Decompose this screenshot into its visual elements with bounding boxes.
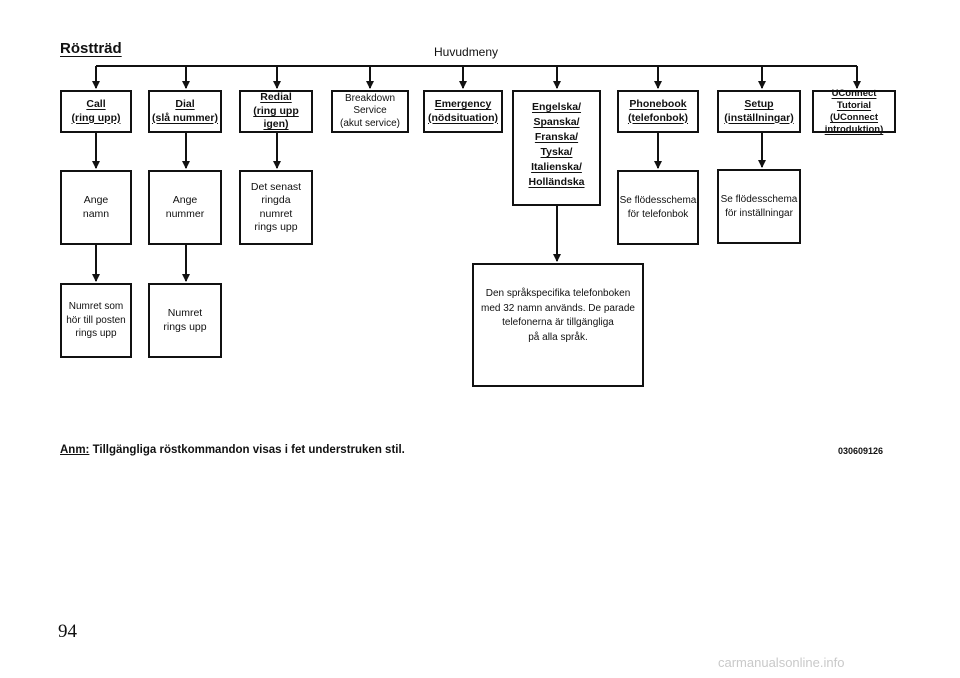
box-uconnect: UConnect Tutorial (UConnect introduktion… (812, 87, 896, 135)
language-dutch: Holländska (528, 176, 585, 188)
box-breakdown: Breakdown Service (akut service) (331, 90, 409, 133)
setup-flow-line-2: för inställningar (725, 207, 793, 219)
main-menu-label: Huvudmeny (434, 45, 499, 59)
box-entry-dialed: Numret som hör till posten rings upp (60, 283, 132, 358)
dial-command: Dial (175, 98, 195, 110)
box-languages: Engelska/ Spanska/ Franska/ Tyska/ Itali… (512, 90, 601, 206)
phonebook-flow-line-2: för telefonbok (627, 208, 689, 220)
box-call: Call (ring upp) (60, 90, 132, 133)
phonebook-translation: (telefonbok) (627, 111, 689, 124)
emergency-translation: (nödsituation) (428, 111, 498, 124)
language-english: Engelska/ (531, 101, 582, 113)
redial-translation: (ring upp igen) (253, 104, 299, 131)
box-language-phonebook: Den språkspecifika telefonboken med 32 n… (472, 263, 644, 387)
entry-dialed-line-2: hör till posten (66, 314, 126, 326)
box-phonebook: Phonebook (telefonbok) (617, 90, 699, 133)
entry-dialed-line-3: rings upp (75, 328, 117, 340)
setup-flow-line-1: Se flödesschema (720, 194, 798, 205)
box-phonebook-flow: Se flödesschema för telefonbok (617, 170, 699, 245)
enter-name-line-2: namn (82, 207, 110, 220)
language-french: Franska/ (534, 131, 579, 143)
setup-translation: (inställningar) (724, 111, 794, 124)
last-dialed-line-1: Det senast (250, 180, 302, 193)
enter-number-line-2: nummer (165, 207, 205, 220)
figure-reference-code: 030609126 (838, 446, 884, 456)
box-number-dialed: Numret rings upp (148, 283, 222, 358)
phonebook-flow-line-1: Se flödesschema (619, 195, 697, 206)
language-spanish: Spanska/ (533, 116, 580, 128)
footnote-key: Anm: (60, 444, 90, 456)
footnote-text: Tillgängliga röstkommandon visas i fet u… (89, 444, 405, 456)
call-translation: (ring upp) (71, 111, 121, 124)
redial-command: Redial (260, 91, 292, 104)
box-emergency: Emergency (nödsituation) (423, 90, 503, 133)
call-command: Call (86, 98, 106, 110)
emergency-command: Emergency (434, 98, 492, 110)
box-dial: Dial (slå nummer) (148, 90, 222, 133)
language-german: Tyska/ (540, 146, 573, 158)
uconnect-translation-1: (UConnect (829, 111, 879, 123)
enter-number-line-1: Ange (172, 194, 198, 206)
language-phonebook-line-2: med 32 namn används. De parade (481, 302, 635, 314)
box-setup-flow: Se flödesschema för inställningar (717, 169, 801, 244)
breakdown-line-1: Breakdown (344, 92, 396, 104)
enter-name-line-1: Ange (83, 194, 109, 206)
box-setup: Setup (inställningar) (717, 90, 801, 133)
language-italian: Italienska/ (531, 161, 582, 173)
last-dialed-line-2: ringda (261, 194, 291, 206)
diagram-title: Röstträd (60, 40, 122, 57)
last-dialed-line-4: rings upp (254, 221, 298, 233)
box-last-dialed: Det senast ringda numret rings upp (239, 170, 313, 245)
box-enter-number: Ange nummer (148, 170, 222, 245)
uconnect-translation-2: introduktion) (824, 123, 884, 135)
number-dialed-line-1: Numret (167, 307, 203, 319)
setup-command: Setup (744, 98, 774, 110)
last-dialed-line-3: numret (259, 207, 293, 220)
footer-watermark[interactable]: carmanualsonline.info (718, 655, 845, 670)
footnote: Anm: Tillgängliga röstkommandon visas i … (60, 444, 405, 456)
language-phonebook-line-3: telefonerna är tillgängliga (502, 317, 614, 328)
dial-translation: (slå nummer) (152, 111, 218, 124)
box-enter-name: Ange namn (60, 170, 132, 245)
page-number: 94 (58, 621, 77, 642)
breakdown-line-2: Service (353, 105, 387, 117)
uconnect-command: UConnect Tutorial (831, 87, 877, 111)
phonebook-command: Phonebook (629, 98, 687, 110)
language-phonebook-line-1: Den språkspecifika telefonboken (485, 288, 631, 299)
language-phonebook-line-4: på alla språk. (528, 331, 588, 343)
box-redial: Redial (ring upp igen) (239, 90, 313, 133)
breakdown-line-3: (akut service) (339, 117, 400, 129)
entry-dialed-line-1: Numret som (68, 301, 124, 313)
number-dialed-line-2: rings upp (163, 320, 207, 333)
